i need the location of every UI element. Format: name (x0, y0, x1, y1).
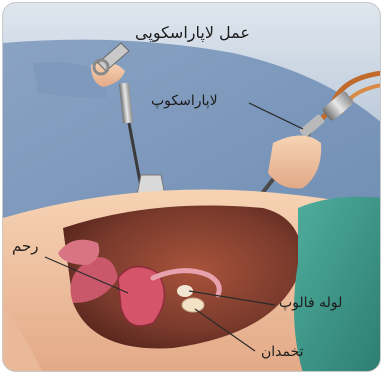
laparoscopy-illustration (3, 3, 381, 372)
label-uterus: رحم (12, 239, 39, 254)
label-fallopian-tube: لوله فالوپ (279, 296, 342, 310)
surgical-drape (294, 197, 381, 372)
label-ovary: تخمدان (261, 345, 304, 359)
diagram-frame: عمل لاپاراسکوپی لاپاراسکوپ رحم لوله فالو… (2, 2, 381, 372)
figure-title: عمل لاپاراسکوپی (3, 25, 381, 41)
ovary-shape (182, 298, 204, 312)
label-laparoscope: لاپاراسکوپ (151, 94, 218, 108)
